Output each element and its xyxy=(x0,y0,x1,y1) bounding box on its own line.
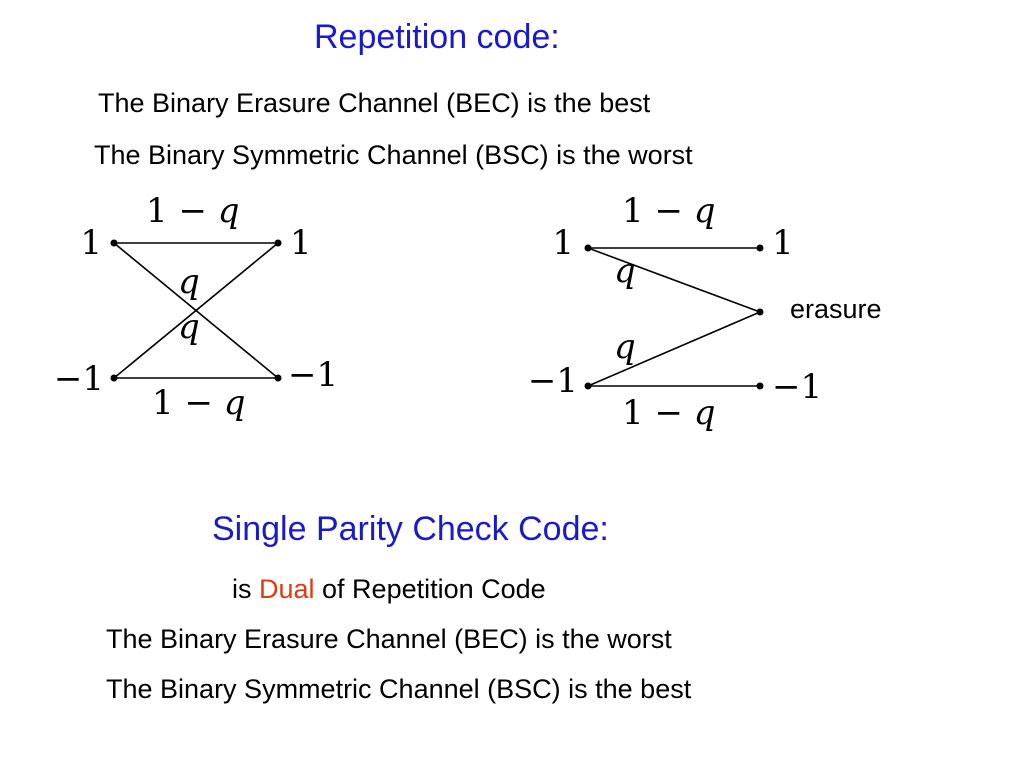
parity-dual-prefix: is xyxy=(232,574,259,604)
repetition-bsc-line: The Binary Symmetric Channel (BSC) is th… xyxy=(94,140,693,170)
bsc-label-in-bottom: −1 xyxy=(54,359,104,399)
bec-node-erasure xyxy=(756,308,764,316)
bsc-label-out-top: 1 xyxy=(290,223,312,263)
bec-edge-top-erasure xyxy=(587,247,761,313)
bsc-cross-label-lower: q xyxy=(178,307,200,347)
bsc-edge-cross-up xyxy=(113,242,279,379)
bsc-prob-bottom: 1 − q xyxy=(152,383,246,423)
parity-title: Single Parity Check Code: xyxy=(212,510,609,548)
bec-node-out-bottom xyxy=(756,382,764,390)
bec-node-out-top xyxy=(756,244,764,252)
bec-prob-bottom: 1 − q xyxy=(622,393,716,433)
parity-dual-suffix: of Repetition Code xyxy=(314,574,546,604)
bsc-diagram: 1 −1 1 −1 1 − q 1 − q q q xyxy=(54,191,338,423)
parity-bec-line: The Binary Erasure Channel (BEC) is the … xyxy=(106,624,672,654)
bsc-prob-top: 1 − q xyxy=(146,191,240,231)
parity-bsc-line: The Binary Symmetric Channel (BSC) is th… xyxy=(106,674,692,704)
bsc-node-in-top xyxy=(110,239,118,247)
bec-prob-top: 1 − q xyxy=(622,191,716,231)
bec-label-out-bottom: −1 xyxy=(772,367,822,407)
repetition-bec-line: The Binary Erasure Channel (BEC) is the … xyxy=(98,88,651,118)
bsc-node-out-bottom xyxy=(274,374,282,382)
bec-label-out-top: 1 xyxy=(772,223,794,263)
bec-edge-bottom-erasure xyxy=(587,311,761,387)
bec-node-in-bottom xyxy=(584,382,592,390)
bec-label-erasure: erasure xyxy=(790,294,882,324)
bsc-node-in-bottom xyxy=(110,374,118,382)
parity-dual-word: Dual xyxy=(259,574,315,604)
repetition-title: Repetition code: xyxy=(314,18,560,56)
bec-label-in-bottom: −1 xyxy=(528,361,578,401)
parity-dual-line: is Dual of Repetition Code xyxy=(232,576,546,603)
bsc-cross-label-upper: q xyxy=(178,262,200,302)
bec-diagram: 1 −1 1 −1 erasure 1 − q 1 − q q q xyxy=(528,191,882,433)
bsc-node-out-top xyxy=(274,239,282,247)
bec-label-in-top: 1 xyxy=(552,223,574,263)
bsc-label-out-bottom: −1 xyxy=(288,355,338,395)
bsc-label-in-top: 1 xyxy=(80,223,102,263)
bec-label-q-lower: q xyxy=(614,327,636,367)
bec-node-in-top xyxy=(584,244,592,252)
bec-label-q-upper: q xyxy=(614,251,636,291)
